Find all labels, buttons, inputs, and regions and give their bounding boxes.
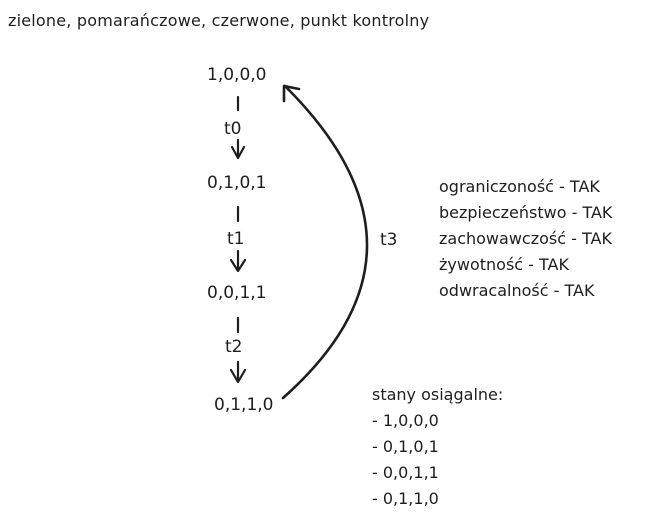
arrow-head [229,368,247,384]
properties-list: ograniczoność - TAK bezpieczeństwo - TAK… [439,174,612,304]
arrow-head [229,258,247,273]
transition-label: t1 [227,229,245,249]
arrow-head [282,84,301,103]
reachable-item: - 0,1,0,1 [372,437,439,456]
transition-label: t2 [225,337,243,357]
arrow-head [230,145,246,160]
reachable-item: - 0,0,1,1 [372,463,439,482]
property-item: zachowawczość - TAK [439,229,612,248]
reachable-item: - 1,0,0,0 [372,411,439,430]
diagram-header: zielone, pomarańczowe, czerwone, punkt k… [8,11,430,30]
arrow-curve [281,84,369,400]
property-item: bezpieczeństwo - TAK [439,203,613,222]
reachable-states: stany osiągalne: - 1,0,0,0 - 0,1,0,1 - 0… [372,382,503,512]
state-node: 1,0,0,0 [207,65,267,85]
transition-label: t0 [224,119,242,139]
state-node: 0,1,0,1 [207,173,267,193]
state-node: 0,1,1,0 [214,395,274,415]
reachable-title: stany osiągalne: [372,385,504,404]
transition-label: t3 [380,230,398,250]
reachable-item: - 0,1,1,0 [372,489,439,508]
property-item: ograniczoność - TAK [439,177,600,196]
state-node: 0,0,1,1 [207,283,267,303]
property-item: żywotność - TAK [439,255,569,274]
property-item: odwracalność - TAK [439,281,595,300]
